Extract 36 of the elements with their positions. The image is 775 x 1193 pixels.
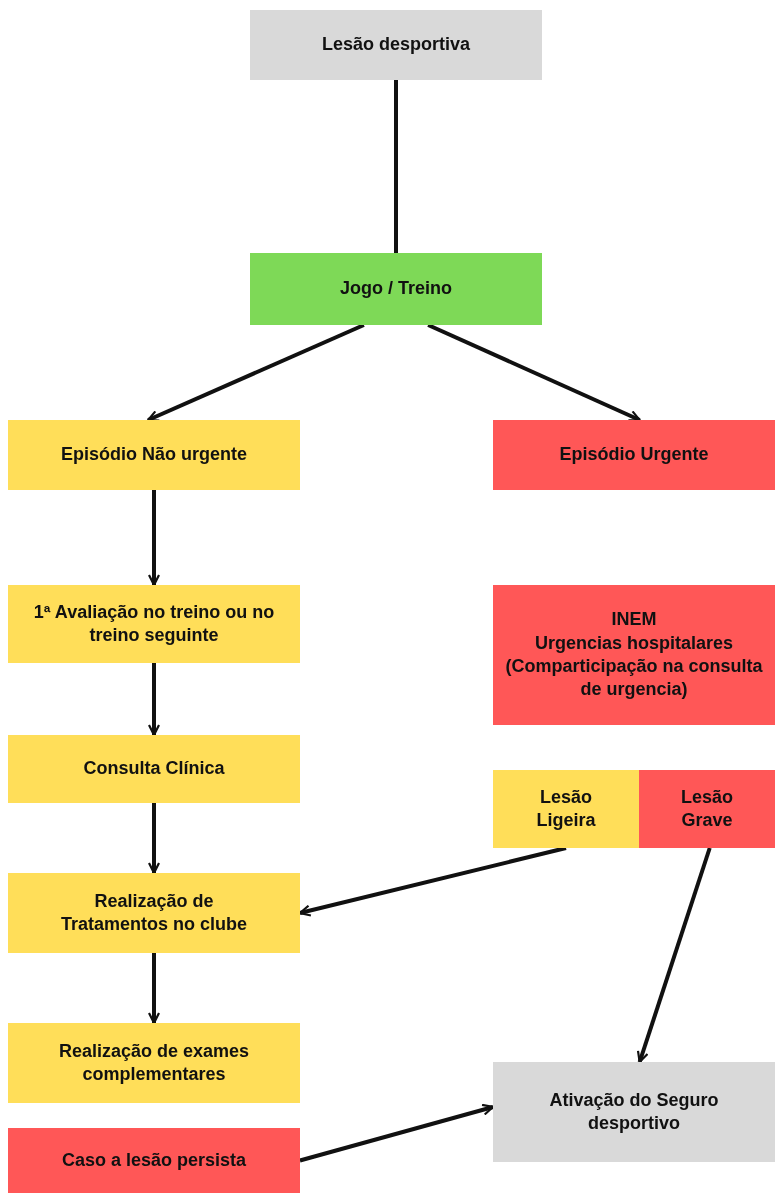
process-box	[493, 770, 639, 848]
box-label: Caso a lesão persista	[61, 1148, 247, 1172]
box-label: Lesão Grave	[680, 785, 734, 832]
box-label: Ativação do Seguro desportivo	[548, 1088, 720, 1135]
box-label: INEM	[611, 608, 657, 632]
process-box	[8, 873, 300, 953]
box-label: Urgencias hospitalares (Comparticipação na consulta de urgencia)	[504, 631, 764, 702]
process-box	[250, 10, 542, 80]
box-label: Realização de exames complementares	[57, 1039, 251, 1086]
box-label: Episódio Urgente	[559, 443, 709, 467]
arrow	[147, 323, 365, 422]
process-box	[493, 585, 775, 725]
arrow	[299, 1103, 495, 1163]
box-label: 1ª Avaliação no treino ou no treino seguinte	[32, 600, 276, 647]
box-label: Jogo / Treino	[340, 277, 452, 301]
process-box	[8, 1023, 300, 1103]
connector-line	[394, 80, 398, 253]
arrow	[147, 953, 161, 1025]
arrow	[636, 847, 712, 1064]
box-label: Realização de Tratamentos no clube	[59, 889, 248, 936]
box-label: Consulta Clínica	[83, 757, 225, 781]
process-box	[8, 735, 300, 803]
process-box	[8, 585, 300, 663]
process-box	[493, 420, 775, 490]
process-box	[639, 770, 775, 848]
box-label: Lesão desportiva	[321, 33, 471, 57]
box-label: Lesão Ligeira	[535, 785, 597, 832]
process-box	[493, 1062, 775, 1162]
process-box	[8, 420, 300, 490]
process-box	[250, 253, 542, 325]
process-box	[8, 1128, 300, 1193]
arrow	[147, 663, 161, 737]
box-label: Episódio Não urgente	[61, 443, 247, 467]
arrow	[147, 490, 161, 587]
arrow	[427, 323, 641, 422]
arrow	[147, 803, 161, 875]
